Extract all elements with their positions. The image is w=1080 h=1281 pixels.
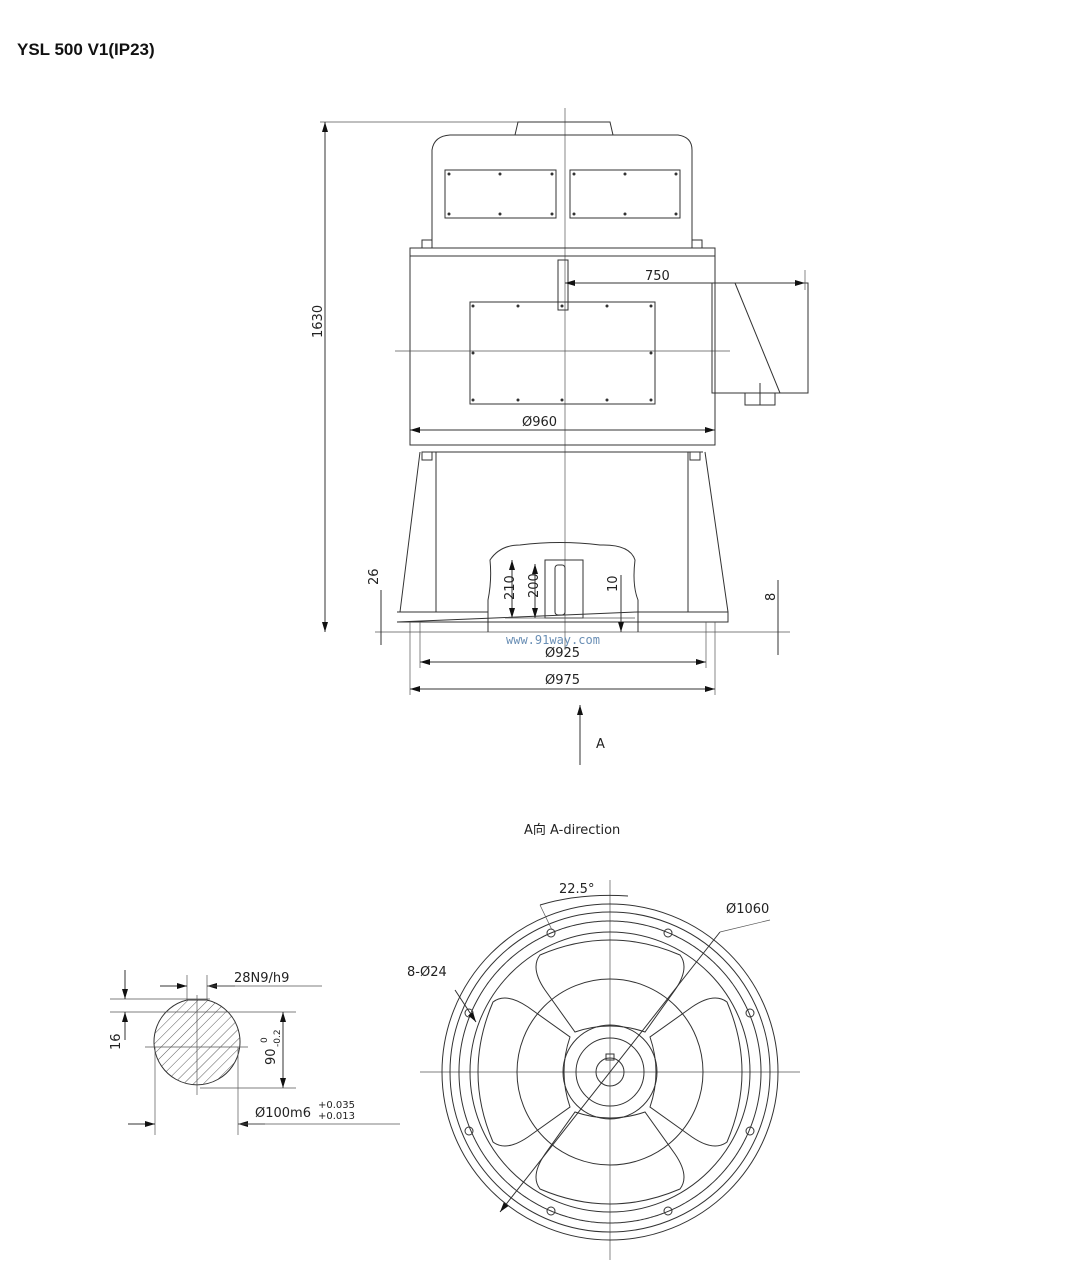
dim-shaft-len: 210 [503,575,518,600]
hood-panel-right [569,169,681,219]
dim-section-height: 90 [264,1048,279,1065]
hood-panel-left [444,169,557,219]
body-panel [469,301,656,405]
shaft [544,559,584,619]
dim-terminal-offset: 750 [645,269,670,284]
shaft-section: 28N9/h9 16 90 0 -0.2 Ø100m6 +0.035 +0.01… [109,970,400,1135]
a-direction-view: 22.5° Ø1060 8-Ø24 [407,880,800,1260]
drawing-title: YSL 500 V1(IP23) [17,40,155,59]
dim-angle: 22.5° [559,882,594,897]
dim-key-depth: 16 [109,1033,124,1050]
flange [396,611,729,623]
dim-dia-tol-upper: +0.035 [318,1100,355,1111]
hood [431,134,693,248]
watermark: www.91way.com [506,633,600,647]
cutaway [487,542,639,632]
view-arrow-label: A [596,737,605,752]
top-cap [514,121,614,136]
dim-holes: 8-Ø24 [407,965,447,980]
front-view: 1630 750 Ø960 Ø925 Ø975 26 210 200 10 8 … [311,108,809,765]
dim-spigot-dia: Ø925 [545,646,580,661]
dim-flange-dia: Ø975 [545,673,580,688]
dim-key-width: 28N9/h9 [234,971,289,986]
dim-shaft-dia: Ø100m6 [255,1106,311,1121]
dim-dia-tol-lower: +0.013 [318,1111,355,1122]
dim-height: 1630 [311,305,326,338]
dim-body-dia: Ø960 [522,415,557,430]
dim-outer-dia: Ø1060 [726,902,769,917]
dim-height-tol-lower: -0.2 [273,1029,283,1047]
dim-key-len: 200 [527,573,542,598]
stand [399,444,729,613]
dim-spigot-depth: 8 [764,593,779,601]
dim-height-tol-upper: 0 [260,1037,270,1043]
a-view-caption: A向 A-direction [524,822,620,838]
terminal-box [711,282,809,394]
key [554,564,566,616]
dim-flange-thk: 26 [367,568,382,585]
dim-key-offset: 10 [606,575,621,592]
